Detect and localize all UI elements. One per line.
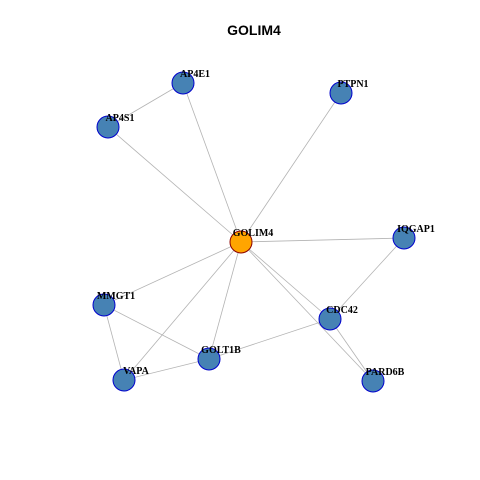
node-label-ptpn1: PTPN1 [337, 79, 368, 90]
edge-golim4-golt1b [208, 241, 242, 360]
node-label-mmgt1: MMGT1 [97, 291, 135, 302]
node-circle-ap4e1 [171, 71, 195, 95]
node-circle-golt1b [197, 347, 221, 371]
edge-cdc42-pard6b [329, 318, 374, 382]
node-circle-pard6b [361, 369, 385, 393]
node-label-cdc42: CDC42 [326, 305, 358, 316]
edge-ap4s1-golim4 [107, 126, 242, 243]
edge-golim4-pard6b [240, 241, 374, 382]
node-label-ap4e1: AP4E1 [180, 69, 210, 80]
node-golim4: GOLIM4 [229, 228, 274, 254]
node-iqgap1: IQGAP1 [392, 224, 435, 250]
edge-golt1b-cdc42 [208, 318, 331, 360]
edge-iqgap1-cdc42 [329, 237, 405, 320]
node-circle-ptpn1 [329, 81, 353, 105]
edge-mmgt1-vapa [103, 304, 125, 381]
node-circle-cdc42 [318, 307, 342, 331]
node-label-ap4s1: AP4S1 [106, 113, 135, 124]
edge-golim4-mmgt1 [103, 241, 242, 306]
node-mmgt1: MMGT1 [92, 291, 135, 317]
edge-ap4e1-golim4 [182, 82, 242, 243]
edge-ptpn1-golim4 [240, 92, 342, 243]
node-cdc42: CDC42 [318, 305, 358, 331]
node-ap4s1: AP4S1 [96, 113, 135, 139]
diagram-title: GOLIM4 [227, 22, 281, 38]
node-circle-mmgt1 [92, 293, 116, 317]
node-circle-golim4 [229, 230, 253, 254]
edge-ap4e1-ap4s1 [107, 82, 184, 128]
node-pard6b: PARD6B [361, 367, 405, 393]
node-vapa: VAPA [112, 366, 150, 392]
node-label-golt1b: GOLT1B [201, 345, 241, 356]
node-label-pard6b: PARD6B [366, 367, 405, 378]
node-ap4e1: AP4E1 [171, 69, 210, 95]
node-label-golim4: GOLIM4 [233, 228, 274, 239]
edge-mmgt1-golt1b [103, 304, 210, 360]
edge-layer [103, 82, 405, 382]
edge-iqgap1-golim4 [240, 237, 405, 243]
node-golt1b: GOLT1B [197, 345, 241, 371]
node-circle-iqgap1 [392, 226, 416, 250]
node-ptpn1: PTPN1 [329, 79, 369, 105]
edge-golt1b-vapa [123, 358, 210, 381]
edge-golim4-cdc42 [240, 241, 331, 320]
node-circle-vapa [112, 368, 136, 392]
edge-golim4-vapa [123, 241, 242, 381]
node-circle-ap4s1 [96, 115, 120, 139]
node-label-iqgap1: IQGAP1 [397, 224, 435, 235]
node-label-vapa: VAPA [123, 366, 150, 377]
